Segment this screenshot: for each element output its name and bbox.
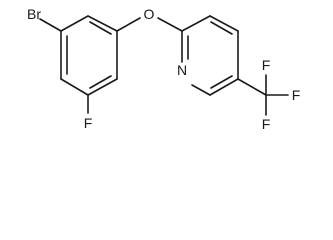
double-bond-inner: [210, 21, 233, 35]
bond: [191, 84, 211, 96]
bond-c-o: [116, 17, 141, 32]
bond-c-cf3: [237, 78, 267, 96]
bond-c-br: [39, 18, 62, 32]
double-bond-inner: [89, 21, 112, 35]
bromine-label: Br: [27, 6, 41, 22]
bond-o-c: [157, 17, 183, 32]
chemical-structure: Br O F N F F F: [27, 6, 301, 132]
oxygen-label: O: [144, 6, 155, 22]
bond: [60, 78, 89, 96]
bond: [209, 78, 239, 96]
bond: [87, 15, 118, 32]
double-bond-inner: [210, 75, 233, 89]
bond: [181, 15, 211, 32]
cf3-fluorine-top-label: F: [262, 57, 271, 73]
benzene-ring: [60, 15, 118, 96]
double-bond-inner: [89, 75, 112, 89]
cf3-fluorine-right-label: F: [292, 87, 301, 103]
cf3-fluorine-bottom-label: F: [262, 116, 271, 132]
fluorine-label: F: [84, 115, 93, 131]
pyridine-ring: [181, 15, 239, 96]
bond: [87, 78, 118, 96]
bond: [209, 15, 239, 32]
nitrogen-label: N: [177, 62, 187, 78]
bond: [60, 15, 89, 32]
